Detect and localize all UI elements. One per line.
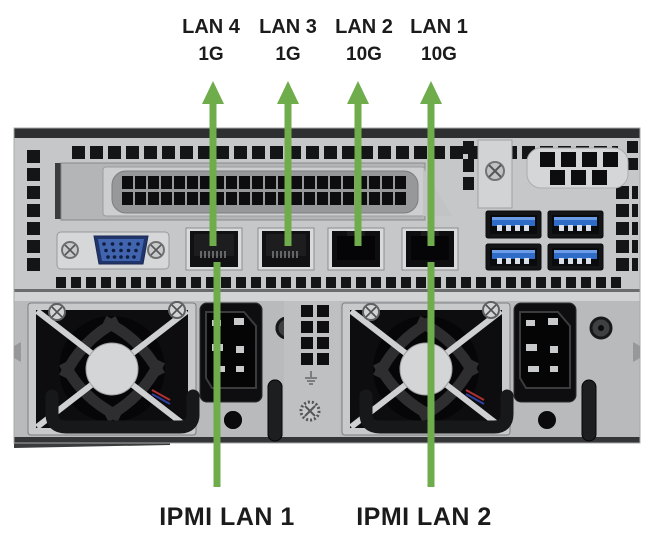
expansion-slot bbox=[55, 139, 629, 221]
lan3-label: LAN 3 bbox=[259, 16, 317, 38]
ipmi-lan2-label: IPMI LAN 2 bbox=[356, 503, 492, 531]
lan3-label-group: LAN 3 1G bbox=[259, 14, 317, 68]
lan1-speed-label: 10G bbox=[421, 44, 457, 65]
usb-port-2 bbox=[547, 210, 604, 239]
ipmi-lan2-line bbox=[427, 262, 435, 487]
usb-ports bbox=[485, 210, 604, 271]
lan2-label: LAN 2 bbox=[335, 16, 393, 38]
vga-port bbox=[56, 231, 170, 270]
lan4-label: LAN 4 bbox=[182, 16, 240, 38]
lan2-speed-label: 10G bbox=[346, 44, 382, 65]
divider-screw-icon bbox=[299, 400, 321, 422]
lan2-label-group: LAN 2 10G bbox=[335, 14, 393, 68]
bracket-screw-icon bbox=[485, 161, 505, 181]
lan4-label-group: LAN 4 1G bbox=[182, 14, 240, 68]
lan3-arrow bbox=[277, 81, 299, 246]
lan1-arrow bbox=[420, 81, 442, 246]
lan3-speed-label: 1G bbox=[275, 44, 301, 65]
usb-port-4 bbox=[547, 243, 604, 271]
ipmi-lan1-line bbox=[213, 262, 221, 487]
lan2-arrow bbox=[347, 81, 369, 246]
callout-arrows bbox=[202, 81, 442, 487]
psu-center-divider bbox=[14, 301, 640, 437]
ipmi-lan1-label: IPMI LAN 1 bbox=[159, 503, 295, 531]
ground-symbol-icon bbox=[305, 371, 317, 385]
lan4-arrow bbox=[202, 81, 224, 246]
usb-port-1 bbox=[485, 210, 542, 239]
lan4-speed-label: 1G bbox=[198, 44, 224, 65]
lan1-label: LAN 1 bbox=[410, 16, 468, 38]
usb-port-3 bbox=[485, 243, 542, 271]
lan1-label-group: LAN 1 10G bbox=[410, 14, 468, 68]
